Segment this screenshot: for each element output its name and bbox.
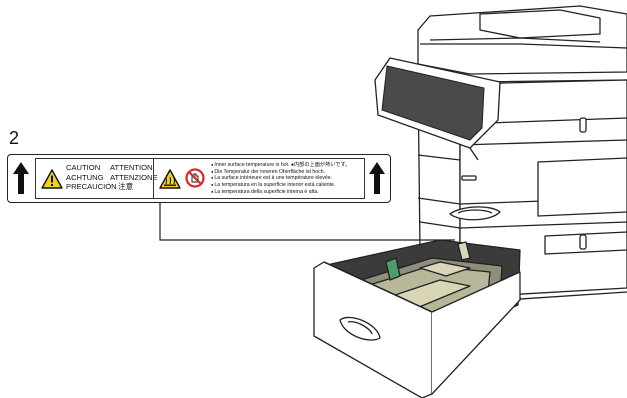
warning-notes: Inner surface temperature is hot. ●内部の上面… [211,162,350,196]
warning-note: Die Temperatur der inneren Oberfläche is… [211,169,350,176]
caution-word: PRECAUCIÓN [66,182,118,192]
warning-triangle-icon [41,169,63,189]
caution-word: ATTENTION [110,163,152,173]
warning-note: Inner surface temperature is hot. ●内部の上面… [211,162,350,169]
hot-surface-icon [159,169,181,189]
leader-line [160,203,455,240]
no-touch-icon [185,168,205,188]
label-divider [153,159,154,198]
up-arrow-icon [368,161,386,195]
paper-tray-drawer [314,240,520,398]
callout-number: 2 [9,128,19,149]
caution-word: CAUTION [66,163,110,173]
up-arrow-icon [12,161,30,195]
warning-note: La temperatura en la superficie interior… [211,182,350,189]
caution-word: ATTENZIONE [110,173,158,183]
warning-note: La temperatura della superficie interna … [211,189,350,196]
caution-word: ACHTUNG [66,173,110,183]
warning-note: La surface intérieure est à une températ… [211,175,350,182]
caution-word: 注意 [118,182,133,192]
